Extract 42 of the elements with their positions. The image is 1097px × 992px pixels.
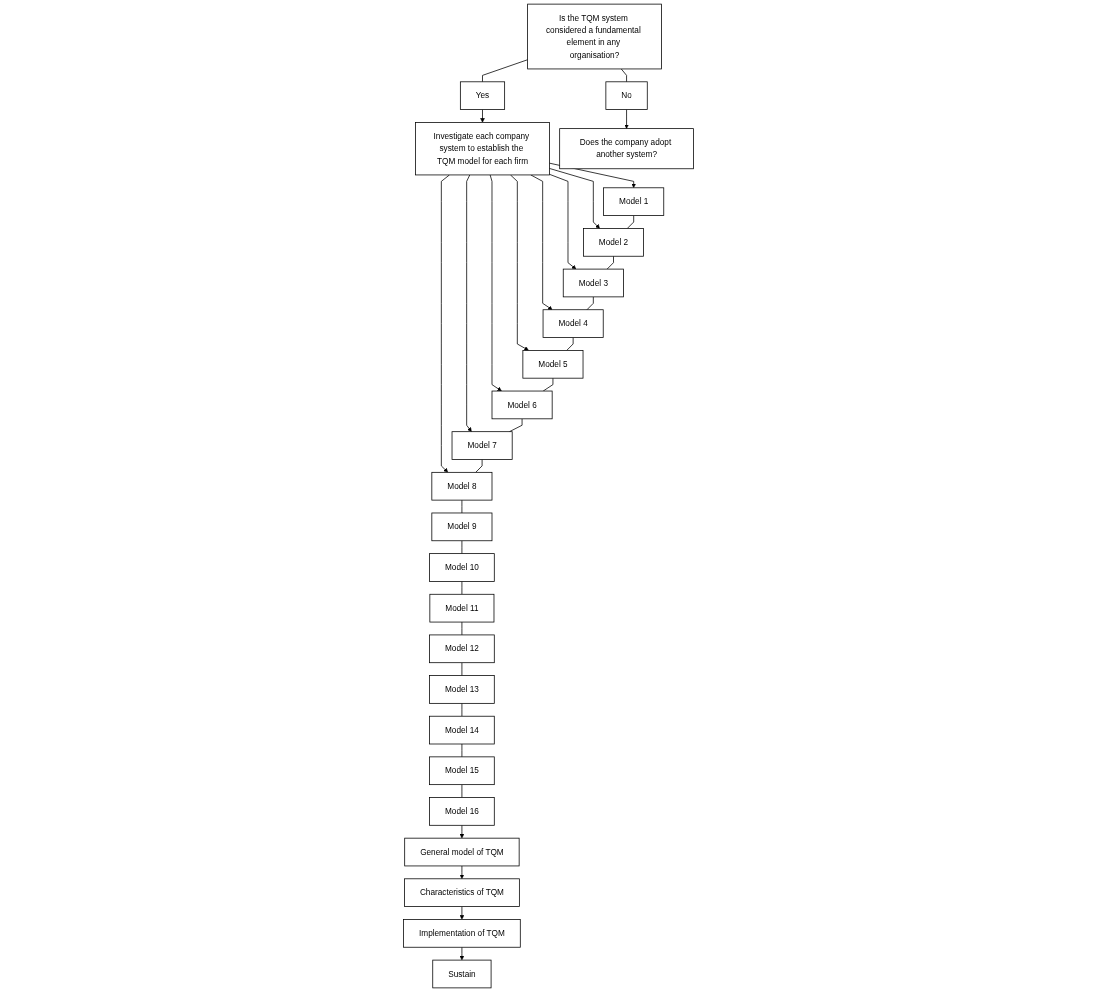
node-box: Model 15 [429, 756, 495, 786]
node-box: Model 7 [451, 431, 513, 460]
node-box: General model of TQM [404, 837, 520, 867]
node-box: Characteristics of TQM [404, 878, 520, 907]
node-box: No [605, 81, 648, 110]
node-box: Model 1 [603, 187, 665, 216]
node-box: Model 5 [522, 350, 584, 379]
node-box: Model 13 [429, 675, 495, 704]
node-box: Model 2 [583, 228, 644, 257]
node-box: Model 16 [429, 797, 495, 826]
connector [461, 702, 463, 717]
connector [461, 743, 463, 758]
connector [626, 215, 635, 229]
connector [461, 540, 463, 554]
connector [461, 581, 463, 595]
connector [461, 621, 463, 636]
node-box: Investigate each company system to establish the TQM model for each firm [415, 122, 550, 176]
node-box: Sustain [432, 959, 492, 989]
node-box: Is the TQM system considered a fundamental element in any organisation? [527, 3, 662, 70]
connector [566, 337, 574, 351]
connector [606, 255, 614, 270]
connector [542, 377, 554, 392]
connector [461, 784, 463, 798]
node-box: Model 6 [491, 390, 553, 420]
connector [509, 418, 523, 433]
node-box: Model 11 [429, 593, 495, 623]
connector [475, 459, 483, 473]
connector [461, 662, 463, 676]
node-box: Implementation of TQM [403, 919, 521, 948]
node-box: Model 14 [429, 715, 495, 745]
node-box: Does the company adopt another system? [559, 128, 694, 170]
connector [586, 296, 594, 311]
connector [620, 68, 627, 83]
node-box: Model 12 [429, 634, 495, 664]
connector [461, 499, 463, 514]
node-box: Model 9 [431, 512, 493, 542]
node-box: Model 10 [429, 553, 495, 582]
connector [482, 59, 528, 83]
node-box: Model 3 [562, 268, 624, 298]
node-box: Model 8 [431, 471, 493, 501]
node-box: Model 4 [542, 309, 604, 338]
node-box: Yes [459, 81, 506, 110]
